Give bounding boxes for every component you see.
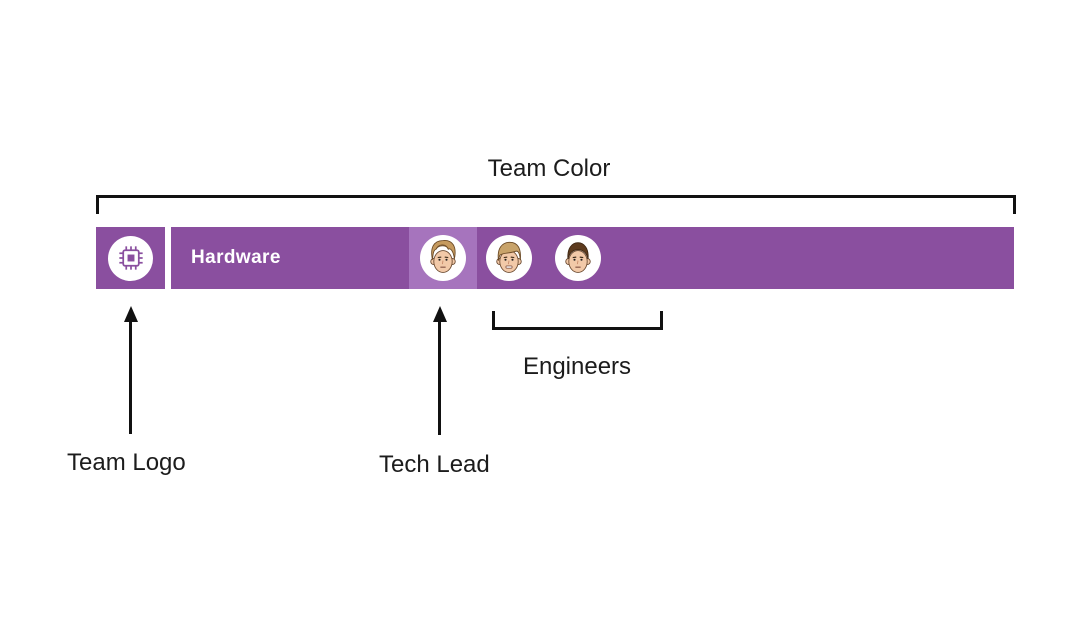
engineer-avatar-1 bbox=[486, 235, 532, 281]
team-logo-label: Team Logo bbox=[67, 449, 186, 476]
tech-lead-avatar-icon bbox=[430, 240, 456, 273]
engineer-avatar-2 bbox=[555, 235, 601, 281]
team-row-bar: Hardware bbox=[171, 227, 1014, 289]
team-color-bracket bbox=[96, 195, 1016, 214]
engineers-label: Engineers bbox=[522, 353, 632, 380]
team-name-label: Hardware bbox=[191, 247, 281, 268]
team-logo-arrow-head bbox=[124, 306, 138, 322]
tech-lead-arrow-head bbox=[433, 306, 447, 322]
team-logo-tile bbox=[96, 227, 165, 289]
tech-lead-avatar bbox=[420, 235, 466, 281]
team-logo-arrow bbox=[129, 320, 132, 434]
team-logo-circle bbox=[108, 235, 153, 281]
engineers-bracket bbox=[492, 311, 663, 330]
tech-lead-label: Tech Lead bbox=[379, 451, 490, 478]
engineer-1-avatar-icon bbox=[496, 241, 522, 273]
engineer-2-avatar-icon bbox=[565, 242, 591, 273]
team-color-label: Team Color bbox=[487, 155, 611, 182]
chip-icon bbox=[118, 246, 143, 270]
tech-lead-arrow bbox=[438, 320, 441, 435]
